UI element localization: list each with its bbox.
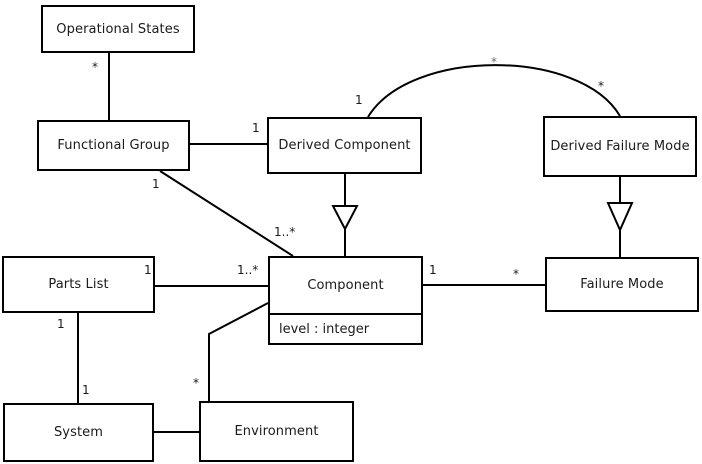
edge-derived-failure-mode-failure-mode <box>606 177 634 257</box>
class-name-functional-group: Functional Group <box>57 138 170 153</box>
uml-class-environment[interactable]: Environment <box>199 401 354 462</box>
multiplicity-m-partslist-comp-r: 1..* <box>237 263 259 277</box>
multiplicity-m-fm-comp: * <box>513 267 519 281</box>
class-name-system: System <box>53 425 104 440</box>
edge-derived-component-derived-failure-mode <box>367 64 621 118</box>
class-name-environment: Environment <box>234 424 319 439</box>
multiplicity-m-comp-fg: 1..* <box>274 225 296 239</box>
multiplicity-m-partslist-sys: 1 <box>57 317 65 331</box>
class-name-derived-component: Derived Component <box>278 138 411 153</box>
multiplicity-m-env-comp: * <box>193 376 199 390</box>
class-attribute-component-0: level : integer <box>270 313 421 343</box>
multiplicity-m-curve-apex: * <box>491 55 497 69</box>
uml-class-system[interactable]: System <box>3 403 154 462</box>
class-name-failure-mode: Failure Mode <box>580 277 664 292</box>
class-name-derived-failure-mode: Derived Failure Mode <box>550 139 690 154</box>
edge-environment-component-line <box>208 302 269 401</box>
uml-class-operational-states[interactable]: Operational States <box>41 5 195 53</box>
edge-derived-component-component-generalization-triangle-icon <box>331 205 359 232</box>
uml-class-failure-mode[interactable]: Failure Mode <box>545 257 699 312</box>
uml-class-functional-group[interactable]: Functional Group <box>37 120 190 171</box>
class-name-parts-list: Parts List <box>48 277 109 292</box>
class-name-operational-states: Operational States <box>56 21 180 37</box>
edge-environment-component <box>208 302 269 401</box>
multiplicity-m-fg-dc: 1 <box>252 121 260 135</box>
multiplicity-m-fg-comp: 1 <box>152 177 160 191</box>
multiplicity-m-dc-curve: 1 <box>355 93 363 107</box>
edge-functional-group-component-line <box>159 170 294 257</box>
multiplicity-m-opstates-fg: * <box>92 60 98 74</box>
class-name-component: Component <box>307 278 384 293</box>
uml-class-derived-failure-mode[interactable]: Derived Failure Mode <box>543 116 697 177</box>
multiplicity-m-comp-fm: 1 <box>429 263 437 277</box>
edge-functional-group-component <box>159 170 294 257</box>
uml-class-derived-component[interactable]: Derived Component <box>267 117 422 174</box>
edge-derived-failure-mode-failure-mode-generalization-triangle-icon <box>606 202 634 233</box>
edge-derived-component-derived-failure-mode-line <box>367 64 621 118</box>
uml-class-component[interactable]: Component level : integer <box>268 256 423 345</box>
uml-class-parts-list[interactable]: Parts List <box>2 256 155 313</box>
edge-derived-component-component <box>331 174 359 256</box>
multiplicity-m-sys-partslist: 1 <box>82 383 90 397</box>
multiplicity-m-partslist-comp-l: 1 <box>144 263 152 277</box>
multiplicity-m-dfm-curve: * <box>598 79 604 93</box>
